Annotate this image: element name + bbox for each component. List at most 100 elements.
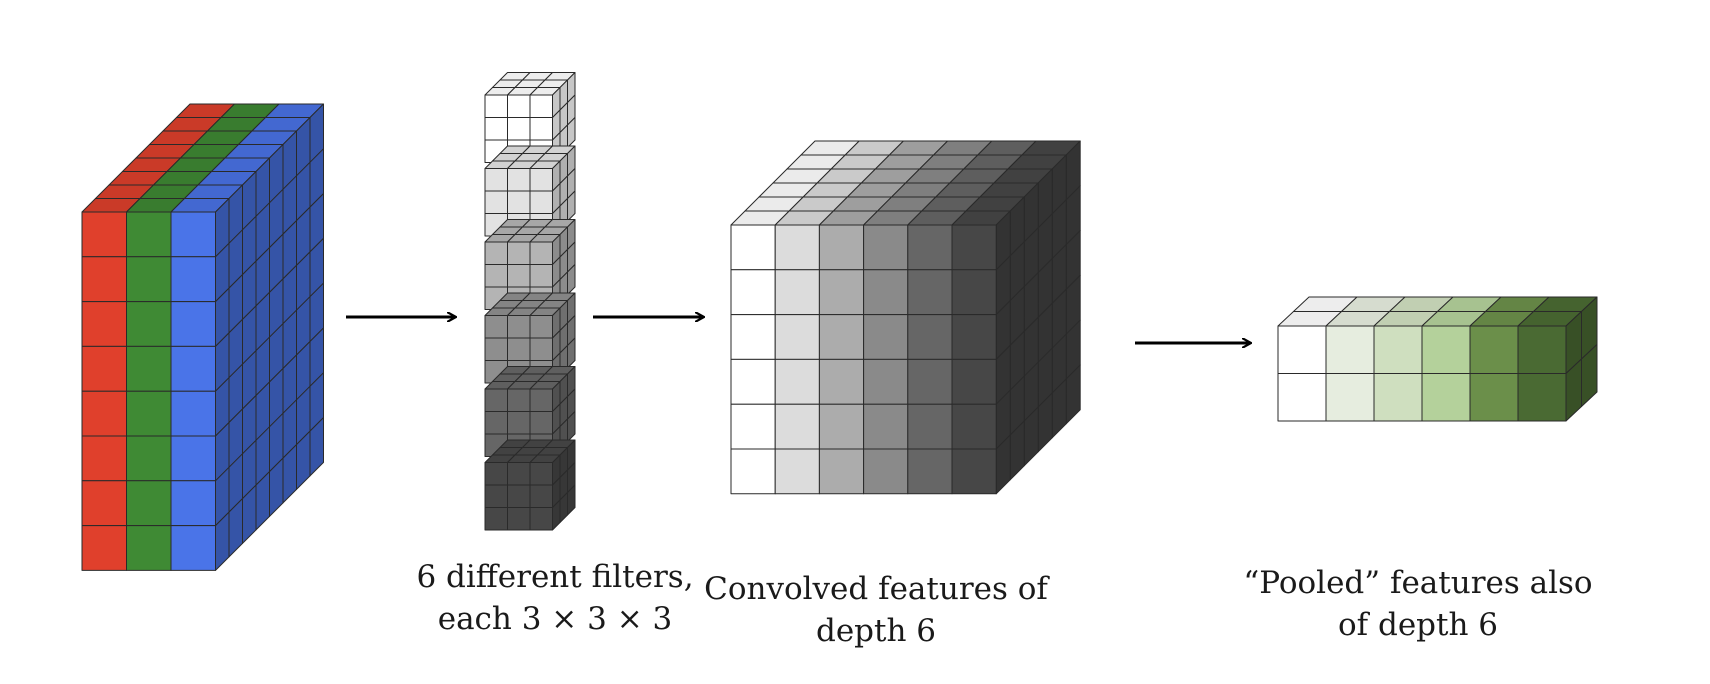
input-volume-front-cell	[170, 525, 216, 571]
convolved-volume-front-cell	[907, 448, 953, 495]
convolved-volume-front-cell	[730, 314, 776, 360]
convolved-volume-front-cell	[730, 358, 776, 405]
pooled-caption: “Pooled” features also of depth 6	[1228, 562, 1608, 646]
filter-cube	[484, 145, 576, 237]
filter-front-cell	[529, 264, 553, 288]
input-volume-front-cell	[126, 345, 172, 392]
convolved-volume-front-cell	[907, 269, 953, 316]
convolved-volume-front-cell	[730, 448, 776, 495]
filter-front-cell	[484, 190, 508, 214]
convolved-volume-front-cell	[907, 314, 953, 360]
input-volume-front-cell	[170, 390, 216, 437]
convolved-volume-front-cell	[907, 403, 953, 450]
filter-front-cell	[529, 168, 553, 192]
convolved-volume-front-cell	[774, 314, 820, 360]
convolved-volume-front-cell	[774, 403, 820, 450]
convolved-volume-front-cell	[863, 358, 909, 405]
input-volume-front-cell	[170, 256, 216, 303]
filter-front-cell	[529, 484, 553, 508]
filter-front-cell	[529, 462, 553, 486]
input-volume-front-cell	[126, 480, 172, 527]
filter-front-cell	[484, 264, 508, 288]
input-volume-front-cell	[170, 301, 216, 347]
convolved-caption-line2: depth 6	[815, 613, 937, 649]
filter-front-cell	[507, 411, 531, 435]
convolved-volume-front-cell	[774, 358, 820, 405]
pooled-volume-front-cell	[1325, 373, 1375, 422]
filter-front-cell	[507, 117, 531, 141]
filter-front-cell	[507, 462, 531, 486]
filter-front-cell	[507, 337, 531, 361]
convolved-volume-front-cell	[774, 448, 820, 495]
input-volume-front-cell	[170, 480, 216, 527]
convolved-volume-front-cell	[818, 448, 865, 495]
convolved-volume-front-cell	[863, 269, 909, 316]
filter-front-cell	[529, 315, 553, 339]
filter-front-cell	[484, 168, 508, 192]
input-volume-front-cell	[81, 525, 127, 571]
convolved-volume-front-cell	[863, 314, 909, 360]
filter-front-cell	[484, 388, 508, 412]
input-volume-front-cell	[170, 435, 216, 482]
filter-front-cell	[507, 94, 531, 118]
convolved-volume-front-cell	[951, 224, 997, 271]
convolved-volume	[730, 140, 1081, 495]
filter-front-cell	[529, 241, 553, 265]
input-volume-front-cell	[81, 256, 127, 303]
pooled-caption-line2: of depth 6	[1337, 607, 1499, 643]
filter-front-cell	[529, 337, 553, 361]
convolved-volume-front-cell	[863, 448, 909, 495]
convolved-volume-front-cell	[951, 403, 997, 450]
convolved-volume-front-cell	[818, 314, 865, 360]
filter-front-cell	[529, 411, 553, 435]
input-volume-front-cell	[81, 435, 127, 482]
filter-front-cell	[484, 94, 508, 118]
filter-front-cell	[484, 462, 508, 486]
filter-cube	[484, 292, 576, 384]
filter-front-cell	[484, 315, 508, 339]
filter-front-cell	[484, 241, 508, 265]
convolved-volume-front-cell	[818, 403, 865, 450]
input-volume-front-cell	[126, 525, 172, 571]
convolved-volume-front-cell	[951, 269, 997, 316]
filter-front-cell	[529, 117, 553, 141]
convolved-volume-front-cell	[818, 358, 865, 405]
filter-front-cell	[507, 388, 531, 412]
convolved-volume-front-cell	[863, 403, 909, 450]
convolved-volume-front-cell	[730, 403, 776, 450]
convolved-volume-front-cell	[730, 224, 776, 271]
filter-front-cell	[507, 241, 531, 265]
input-volume-front-cell	[170, 211, 216, 258]
input-volume-front-cell	[126, 390, 172, 437]
filter-front-cell	[529, 190, 553, 214]
filter-cube	[484, 439, 576, 531]
filter-front-cell	[529, 94, 553, 118]
input-volume	[81, 103, 324, 571]
pooled-caption-line1: “Pooled” features also	[1243, 565, 1593, 601]
input-volume-front-cell	[126, 301, 172, 347]
pooled-volume-front-cell	[1373, 373, 1423, 422]
convolved-volume-front-cell	[951, 358, 997, 405]
filters-caption-line2: each 3 × 3 × 3	[437, 601, 673, 637]
convolved-volume-front-cell	[818, 269, 865, 316]
filter-front-cell	[529, 507, 553, 531]
input-volume-front-cell	[170, 345, 216, 392]
filter-front-cell	[484, 337, 508, 361]
input-volume-front-cell	[126, 435, 172, 482]
input-volume-front-cell	[81, 345, 127, 392]
convolved-volume-front-cell	[774, 269, 820, 316]
convolved-volume-front-cell	[907, 224, 953, 271]
input-volume-front-cell	[126, 256, 172, 303]
filters-caption: 6 different filters, each 3 × 3 × 3	[370, 556, 740, 640]
pooled-volume-front-cell	[1517, 373, 1567, 422]
filter-front-cell	[507, 484, 531, 508]
pooled-volume-front-cell	[1421, 373, 1471, 422]
convolved-volume-front-cell	[863, 224, 909, 271]
pooled-volume-front-cell	[1469, 325, 1519, 374]
filter-front-cell	[507, 190, 531, 214]
convolved-caption-line1: Convolved features of	[704, 571, 1048, 607]
convolved-volume-front-cell	[907, 358, 953, 405]
pooled-volume-front-cell	[1517, 325, 1567, 374]
pooled-volume-front-cell	[1469, 373, 1519, 422]
convolved-volume-front-cell	[951, 448, 997, 495]
